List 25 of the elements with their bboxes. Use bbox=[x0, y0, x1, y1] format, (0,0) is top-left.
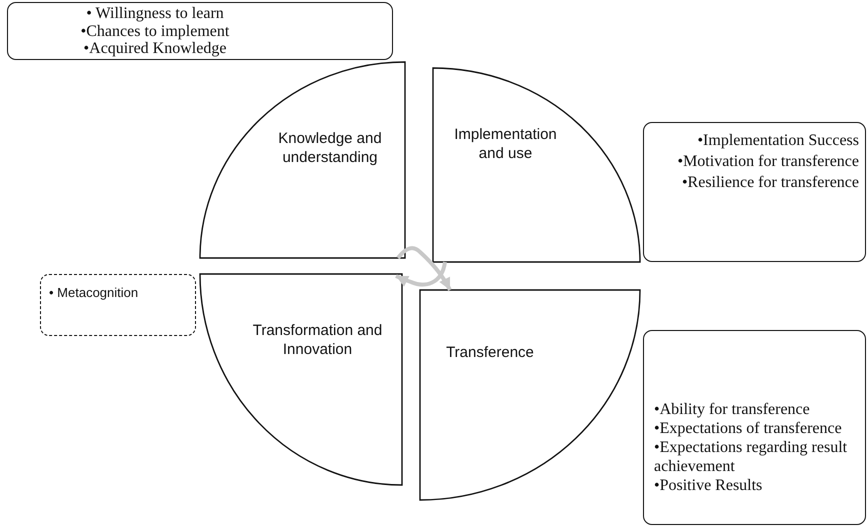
segment-label: Transformation and Innovation bbox=[252, 322, 384, 360]
bullet-item: •Expectations regarding result achievement bbox=[654, 438, 848, 476]
bullet-item: • Metacognition bbox=[49, 285, 138, 302]
bullet-list-box bbox=[7, 2, 393, 60]
quarter-circle-segment bbox=[419, 289, 641, 501]
bullet-list-box bbox=[643, 330, 866, 525]
bullet-item: •Acquired Knowledge bbox=[84, 40, 226, 58]
bullet-item: •Motivation for transference bbox=[677, 152, 859, 172]
segment-label: Implementation and use bbox=[453, 126, 558, 164]
bullet-item: •Implementation Success bbox=[697, 131, 859, 151]
bullet-item: •Resilience for transference bbox=[682, 172, 859, 193]
quarter-circle-segment bbox=[199, 61, 406, 259]
bullet-item: • Willingness to learn bbox=[86, 5, 224, 23]
bullet-item: •Ability for transference bbox=[654, 401, 810, 420]
quarter-circle-segment bbox=[432, 67, 641, 263]
quarter-circle-segment bbox=[199, 273, 403, 486]
bullet-list-box bbox=[40, 274, 196, 336]
bullet-list-box bbox=[643, 122, 866, 262]
bullet-item: •Chances to implement bbox=[80, 22, 230, 40]
cycle-arrow bbox=[395, 262, 447, 287]
cycle-arrow bbox=[396, 246, 452, 291]
segment-label: Knowledge and understanding bbox=[277, 130, 383, 168]
bullet-item: •Positive Results bbox=[654, 476, 762, 496]
segment-label: Transference bbox=[445, 344, 535, 363]
bullet-item: •Expectations of transference bbox=[654, 420, 842, 439]
